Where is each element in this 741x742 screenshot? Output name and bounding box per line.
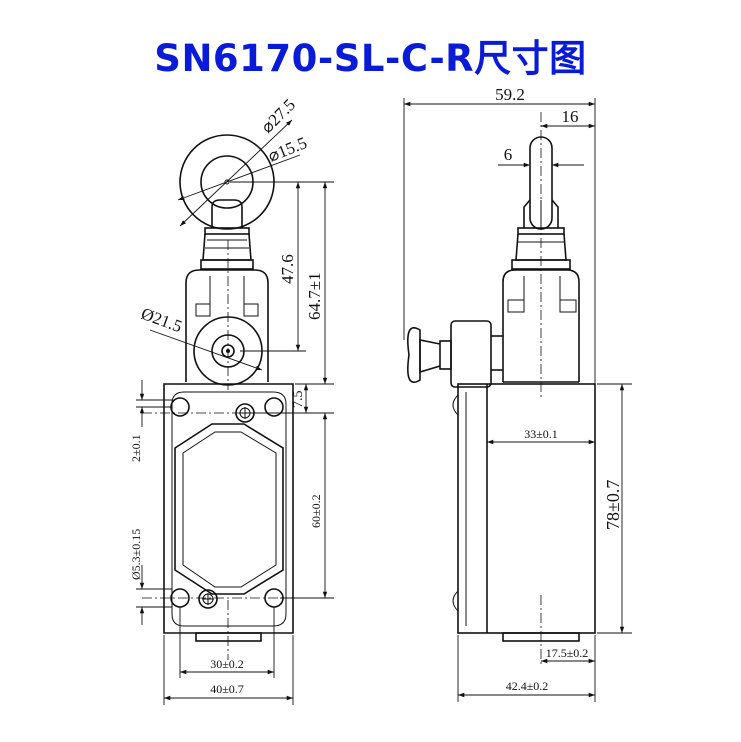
dim-hole-spacing-horizontal: 30±0.2 [210,657,244,671]
dim-roller-outer-dia: ⌀27.5 [257,95,299,137]
plunger-stem [200,199,254,270]
dim-body-depth: 42.4±0.2 [506,679,549,693]
dim-hole-spacing-vertical: 60±0.2 [309,494,323,528]
dim-head-offset: 7.5 [291,391,306,409]
dim-bottom-offset: 17.5±0.2 [546,646,589,660]
dim-mounting-hole-dia: Ø5.3±0.15 [129,529,143,580]
dim-lever-dia: Ø21.5 [139,304,185,336]
switch-body-side [452,383,596,642]
dim-overall-width: 59.2 [495,85,525,104]
dim-hole-offset: 2±0.1 [129,434,143,462]
side-view: 59.2 16 6 33±0.1 78±0.7 17.5±0.2 42.4±0.… [403,85,632,702]
dim-overall-height: 64.7±1 [305,272,324,320]
dim-roller-offset: 16 [562,107,579,126]
switch-body [163,383,294,642]
dim-roller-inner-dia: ⌀15.5 [265,133,309,166]
dim-body-height: 78±0.7 [603,480,623,530]
dim-body-width: 40±0.7 [210,682,244,696]
dim-body-depth-inner: 33±0.1 [524,427,558,441]
front-view: ⌀27.5 ⌀15.5 Ø21.5 47.6 64.7±1 7.5 60±0.2… [129,95,334,705]
page-title: SN6170-SL-C-R尺寸图 [154,37,587,80]
switch-head [185,269,269,382]
lever-knob-side [407,320,503,388]
dim-roller-width: 6 [504,145,513,164]
dim-height-to-pivot: 47.6 [278,254,297,284]
